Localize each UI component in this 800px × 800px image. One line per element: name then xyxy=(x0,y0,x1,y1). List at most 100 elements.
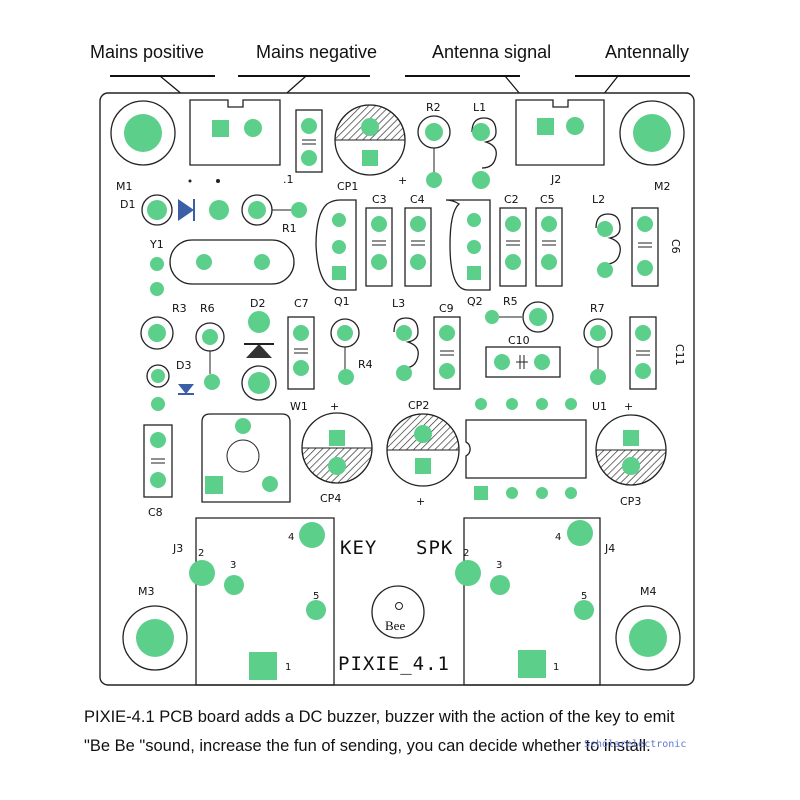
connector-j2: J2 xyxy=(515,99,605,186)
spk-silkscreen-label: SPK xyxy=(416,537,453,559)
label-m1: M1 xyxy=(116,180,133,193)
label-cp4: CP4 xyxy=(320,492,341,505)
capacitor-c9: C9 xyxy=(433,302,461,390)
resistor-r4: R4 xyxy=(330,318,373,385)
label-c10: C10 xyxy=(508,334,530,347)
capacitor-c10: C10 xyxy=(485,334,561,378)
j4-pin-5-label: 5 xyxy=(581,591,587,602)
label-j1-partial: .1 xyxy=(283,173,294,186)
label-l1: L1 xyxy=(473,101,486,114)
j3-pin-1-label: 1 xyxy=(285,662,291,673)
resistor-r1: R1 xyxy=(241,194,307,235)
callout-antennally: Antennally xyxy=(575,42,690,125)
label-d3: D3 xyxy=(176,359,191,372)
caption-line-1: PIXIE-4.1 PCB board adds a DC buzzer, bu… xyxy=(84,708,675,726)
capacitor-c11: C11 xyxy=(629,316,686,390)
label-r4: R4 xyxy=(358,358,373,371)
jack-j4-spk: J4 2 3 4 5 1 xyxy=(455,517,615,686)
resistor-r7: R7 xyxy=(583,302,613,385)
j4-pin-4-label: 4 xyxy=(555,532,561,543)
label-d2: D2 xyxy=(250,297,265,310)
watermark: Scholarelectronic xyxy=(584,739,687,750)
label-r7: R7 xyxy=(590,302,605,315)
label-l2: L2 xyxy=(592,193,605,206)
label-r5: R5 xyxy=(503,295,518,308)
label-l3: L3 xyxy=(392,297,405,310)
label-m3: M3 xyxy=(138,585,155,598)
label-d1: D1 xyxy=(120,198,135,211)
label-j2: J2 xyxy=(550,173,561,186)
callout-mains-positive-text: Mains positive xyxy=(90,42,204,62)
buzzer: Bee xyxy=(371,585,425,639)
resistor-r3: R3 xyxy=(140,302,187,350)
diode-d3: D3 xyxy=(146,359,194,411)
label-m4: M4 xyxy=(640,585,657,598)
inductor-l2: L2 xyxy=(592,193,621,278)
polarity-plus-cp4: + xyxy=(330,400,339,413)
capacitor-c-top xyxy=(295,109,323,173)
label-m2: M2 xyxy=(654,180,671,193)
buzzer-text: Bee xyxy=(385,618,405,633)
label-w1: W1 xyxy=(290,400,308,413)
label-c3: C3 xyxy=(372,193,387,206)
transistor-q2: Q2 xyxy=(445,199,491,308)
polarity-plus-cp3: + xyxy=(624,400,633,413)
label-cp1: CP1 xyxy=(337,180,358,193)
label-c6: C6 xyxy=(669,239,682,254)
label-q1: Q1 xyxy=(334,295,350,308)
diode-d2: D2 xyxy=(241,297,277,401)
crystal-y1: Y1 xyxy=(149,238,295,296)
callout-antenna-signal: Antenna signal xyxy=(405,42,551,125)
label-y1: Y1 xyxy=(149,238,164,251)
polarity-plus-cp1: + xyxy=(398,174,407,187)
label-cp3: CP3 xyxy=(620,495,641,508)
label-r2: R2 xyxy=(426,101,441,114)
capacitor-c5: C5 xyxy=(535,193,563,287)
capacitor-c7: C7 xyxy=(287,297,315,390)
capacitor-c6: C6 xyxy=(631,207,682,287)
caption-line-2: "Be Be "sound, increase the fun of sendi… xyxy=(84,737,651,755)
j4-pin-1-label: 1 xyxy=(553,662,559,673)
capacitor-c2: C2 xyxy=(499,193,527,287)
j3-pin-3-label: 3 xyxy=(230,560,236,571)
callout-antennally-text: Antennally xyxy=(605,42,689,62)
capacitor-c3: C3 xyxy=(365,193,393,287)
resistor-r2: R2 xyxy=(417,101,451,188)
resistor-r5: R5 xyxy=(485,295,554,333)
jack-j3-key: J3 2 3 4 5 1 xyxy=(172,517,335,686)
ic-u1: U1 xyxy=(465,398,607,500)
mount-hole-m3: M3 xyxy=(122,585,188,671)
label-c9: C9 xyxy=(439,302,454,315)
potentiometer-w1: W1 xyxy=(201,400,308,503)
label-r6: R6 xyxy=(200,302,215,315)
board-name-label: PIXIE_4.1 xyxy=(338,653,450,675)
callout-mains-negative: Mains negative xyxy=(238,42,377,125)
j3-pin-2-label: 2 xyxy=(198,548,204,559)
label-c5: C5 xyxy=(540,193,555,206)
label-u1: U1 xyxy=(592,400,607,413)
inductor-l3: L3 xyxy=(392,297,419,381)
label-c8: C8 xyxy=(148,506,163,519)
transistor-q1: Q1 xyxy=(315,199,357,308)
j3-pin-5-label: 5 xyxy=(313,591,319,602)
label-c11: C11 xyxy=(673,344,686,366)
polarity-plus-cp2: + xyxy=(416,495,425,508)
mount-hole-m4: M4 xyxy=(615,585,681,671)
inductor-l1: L1 xyxy=(471,101,497,189)
resistor-r6: R6 xyxy=(195,302,225,390)
capacitor-cp2: CP2 + xyxy=(386,399,460,508)
capacitor-c8: C8 xyxy=(143,424,173,519)
mount-hole-m1: M1 xyxy=(110,100,176,193)
label-r1: R1 xyxy=(282,222,297,235)
capacitor-cp1: CP1 + xyxy=(334,104,407,193)
label-c2: C2 xyxy=(504,193,519,206)
connector-j1: .1 xyxy=(189,99,294,186)
j4-pin-3-label: 3 xyxy=(496,560,502,571)
diode-d1: D1 xyxy=(120,179,229,226)
label-cp2: CP2 xyxy=(408,399,429,412)
label-j4: J4 xyxy=(604,542,615,555)
label-c7: C7 xyxy=(294,297,309,310)
capacitor-cp4: CP4 + xyxy=(301,400,373,505)
j3-pin-4-label: 4 xyxy=(288,532,294,543)
mount-hole-m2: M2 xyxy=(619,100,685,193)
